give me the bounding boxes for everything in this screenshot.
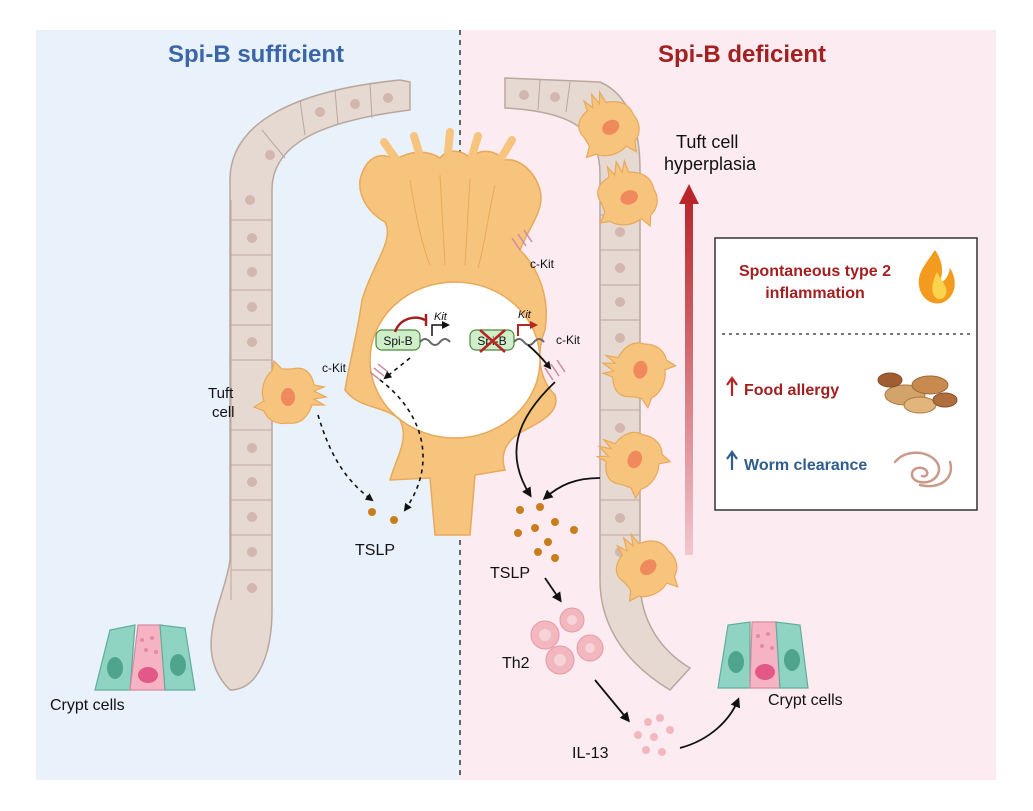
tslp-left-label: TSLP xyxy=(355,542,395,559)
ckit-left-label: c-Kit xyxy=(322,361,347,375)
hyperplasia-label-line2: hyperplasia xyxy=(664,154,757,174)
up-arrow-icon xyxy=(726,450,738,470)
left-panel-title: Spi-B sufficient xyxy=(168,41,344,68)
crypt-right-label: Crypt cells xyxy=(768,692,843,709)
tuft-cell-label-line2: cell xyxy=(212,404,235,421)
th2-label: Th2 xyxy=(502,655,530,672)
spib-left-label: Spi-B xyxy=(383,334,412,348)
flame-icon xyxy=(918,250,955,304)
il13-label: IL-13 xyxy=(572,745,609,762)
worm-icon xyxy=(893,451,953,488)
crypt-cells-right xyxy=(717,621,809,689)
tuft-cell-label-line1: Tuft xyxy=(208,385,234,402)
dna-icon xyxy=(419,338,451,346)
spib-left-gene: Spi-B Kit xyxy=(375,311,451,351)
crypt-left-label: Crypt cells xyxy=(50,697,125,714)
crypt-cells-left xyxy=(94,624,196,691)
ckit-receptors xyxy=(369,229,566,381)
il13-dots xyxy=(634,714,674,756)
right-epithelium xyxy=(504,77,692,691)
peanut-icon xyxy=(877,372,958,414)
left-epithelium xyxy=(210,79,411,691)
deletion-x-icon xyxy=(479,329,506,353)
ckit-right-top-label: c-Kit xyxy=(530,257,555,271)
inflammation-line2: inflammation xyxy=(765,285,865,302)
inflammation-line1: Spontaneous type 2 xyxy=(739,263,891,280)
kit-left-label: Kit xyxy=(434,311,448,323)
outcome-box: Spontaneous type 2 inflammation Food all… xyxy=(714,237,978,511)
hyperplasia-label-line1: Tuft cell xyxy=(676,132,738,152)
tslp-right-dots xyxy=(514,503,578,562)
central-tuft-cell xyxy=(344,128,557,536)
kit-right-label: Kit xyxy=(518,309,532,321)
up-arrow-icon xyxy=(726,376,738,396)
ckit-right-mid-label: c-Kit xyxy=(556,333,581,347)
food-allergy-label: Food allergy xyxy=(744,382,839,399)
th2-cells xyxy=(530,607,604,675)
spib-right-gene: Spi-B Kit xyxy=(469,309,545,353)
tslp-right-label: TSLP xyxy=(490,565,530,582)
right-panel-title: Spi-B deficient xyxy=(658,41,826,68)
tslp-left-dots xyxy=(368,508,398,524)
worm-clearance-label: Worm clearance xyxy=(744,457,867,474)
nucleus xyxy=(369,281,541,439)
hyperplasia-arrow xyxy=(679,184,699,555)
